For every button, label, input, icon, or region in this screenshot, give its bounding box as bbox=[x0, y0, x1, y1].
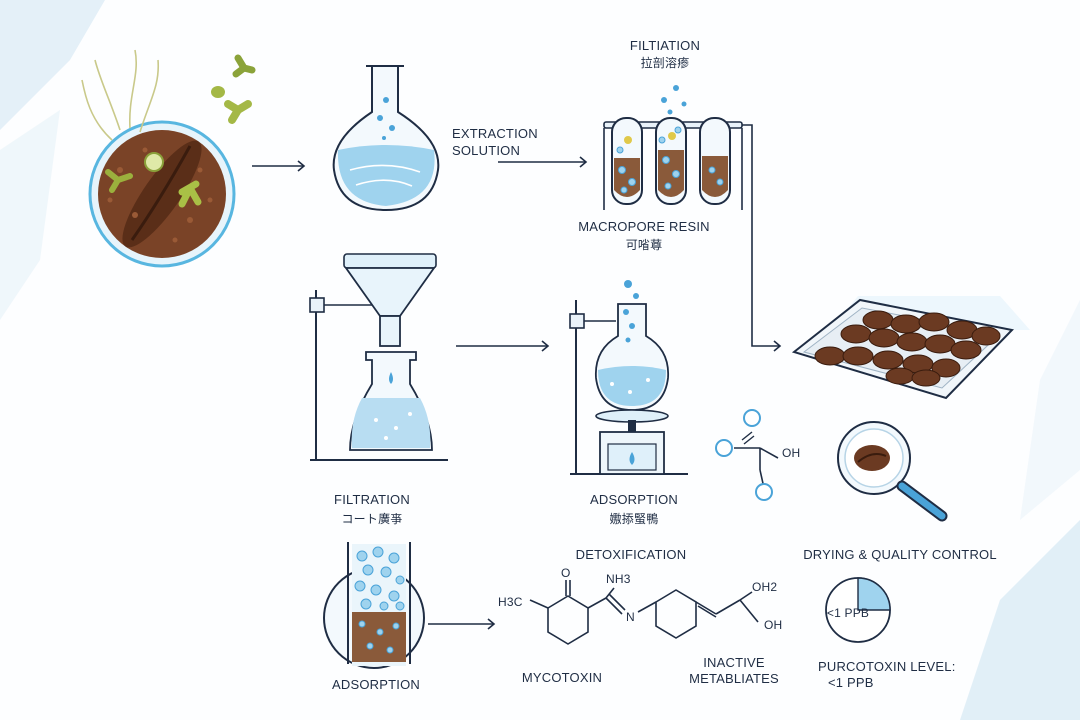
gauge-value-label: <1 PPB bbox=[826, 606, 870, 620]
contaminated-bean-icon bbox=[81, 49, 256, 268]
inactive-label-line2: METABLIATES bbox=[689, 671, 779, 686]
chem-n: N bbox=[626, 610, 635, 624]
adsorption-bottom-label: ADSORPTION bbox=[332, 677, 420, 692]
bg-shape-bottom-right bbox=[960, 520, 1080, 720]
chem-oh: OH bbox=[764, 618, 783, 632]
bg-shape-top-left bbox=[0, 0, 105, 130]
macropore-label: MACROPORE RESIN bbox=[578, 219, 710, 234]
filtration-sublabel: コート廣亊 bbox=[341, 512, 403, 526]
drying-qc-label: DRYING & QUALITY CONTROL bbox=[803, 547, 997, 562]
detoxification-label: DETOXIFICATION bbox=[575, 547, 687, 562]
test-tube-rack-icon bbox=[603, 85, 743, 210]
arrow-2 bbox=[498, 156, 588, 168]
purcotoxin-label-line1: PURCOTOXIN LEVEL: bbox=[818, 659, 956, 674]
macropore-sublabel: 可㗂䔿 bbox=[625, 238, 663, 252]
bg-shape-right bbox=[1020, 300, 1080, 520]
adsorption-mid-sublabel: 嫐掭蜸鴨 bbox=[609, 512, 659, 526]
chem-oh-mid: OH bbox=[782, 446, 801, 460]
adsorption-column-icon bbox=[323, 542, 425, 669]
magnifier-icon bbox=[837, 421, 948, 522]
filtiation-label: FILTIATION bbox=[629, 38, 701, 53]
arrow-4 bbox=[456, 340, 550, 352]
chem-oh2: OH2 bbox=[752, 580, 778, 594]
adsorption-flask-icon bbox=[569, 280, 688, 475]
chem-nh3: NH3 bbox=[606, 572, 631, 586]
bg-shape-left bbox=[0, 110, 60, 320]
filtiation-sublabel: 拉剖溶瘆 bbox=[640, 56, 690, 70]
extraction-label-line1: EXTRACTION bbox=[452, 126, 538, 141]
arrow-1 bbox=[252, 160, 306, 172]
filtration-label: FILTRATION bbox=[334, 492, 410, 507]
filtration-funnel-icon bbox=[309, 253, 448, 461]
molecule-icon bbox=[715, 409, 779, 501]
inactive-label-line1: INACTIVE bbox=[703, 655, 765, 670]
extraction-flask-icon bbox=[332, 65, 440, 212]
extraction-label-line2: SOLUTION bbox=[452, 143, 521, 158]
mycotoxin-label: MYCOTOXIN bbox=[521, 670, 603, 685]
arrow-3 bbox=[742, 124, 782, 352]
purcotoxin-label-line2: <1 PPB bbox=[828, 675, 874, 690]
chem-h3c: H3C bbox=[498, 595, 523, 609]
ppb-gauge-icon bbox=[825, 577, 891, 643]
detox-structure-icon bbox=[529, 580, 759, 645]
chem-o: O bbox=[561, 566, 571, 580]
arrow-5 bbox=[428, 618, 496, 630]
coffee-tray-icon bbox=[791, 296, 1030, 400]
adsorption-mid-label: ADSORPTION bbox=[590, 492, 678, 507]
inactive-label: INACTIVE METABLIATES bbox=[684, 655, 784, 687]
purcotoxin-label: PURCOTOXIN LEVEL: <1 PPB bbox=[818, 659, 956, 691]
extraction-label: EXTRACTION SOLUTION bbox=[452, 125, 538, 159]
